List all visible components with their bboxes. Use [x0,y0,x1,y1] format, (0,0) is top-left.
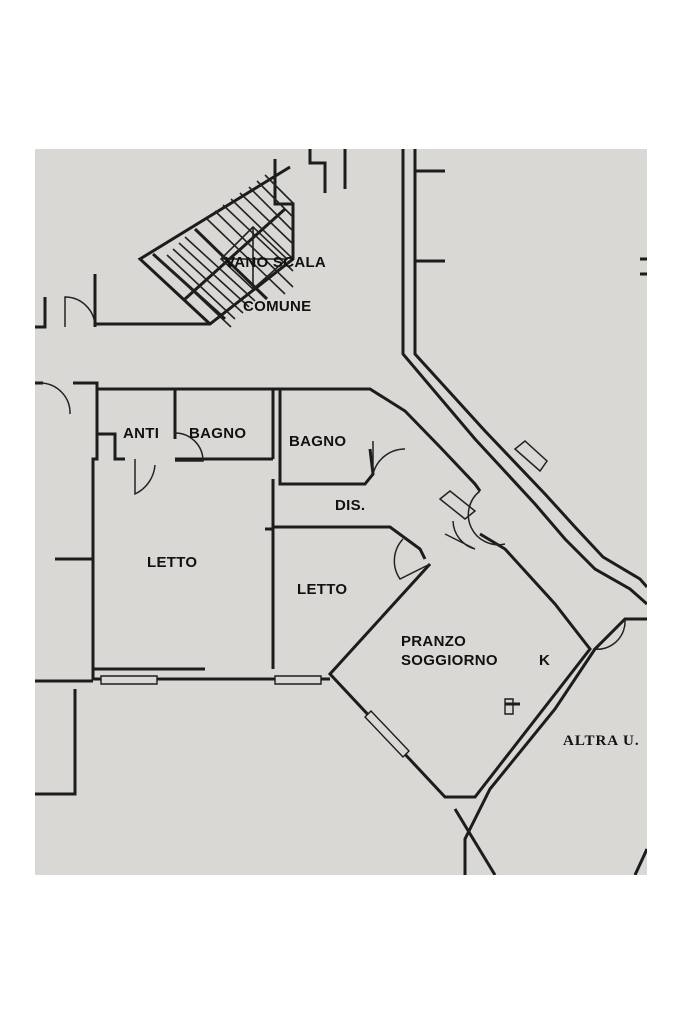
room-label-kitchen: K [539,652,550,669]
room-label-dis: DIS. [335,497,365,514]
stair-block [35,149,347,329]
room-label-bagno-1: BAGNO [189,425,246,442]
apartment-walls [35,149,647,875]
stair-label-line2: COMUNE [243,298,311,315]
room-label-letto-2: LETTO [297,581,347,598]
room-label-anti: ANTI [123,425,159,442]
room-label-altra: ALTRA U. [563,733,640,749]
doors [39,382,626,651]
room-label-soggiorno: SOGGIORNO [401,652,498,669]
floor-plan: VANO SCALA COMUNE ANTI BAGNO BAGNO DIS. … [35,149,647,875]
stair-label-line1: VANO SCALA [225,254,326,271]
floor-plan-sheet: VANO SCALA COMUNE ANTI BAGNO BAGNO DIS. … [35,149,647,875]
room-label-pranzo: PRANZO [401,633,466,650]
room-label-letto-1: LETTO [147,554,197,571]
room-labels: VANO SCALA COMUNE ANTI BAGNO BAGNO DIS. … [123,254,640,749]
room-label-bagno-2: BAGNO [289,433,346,450]
